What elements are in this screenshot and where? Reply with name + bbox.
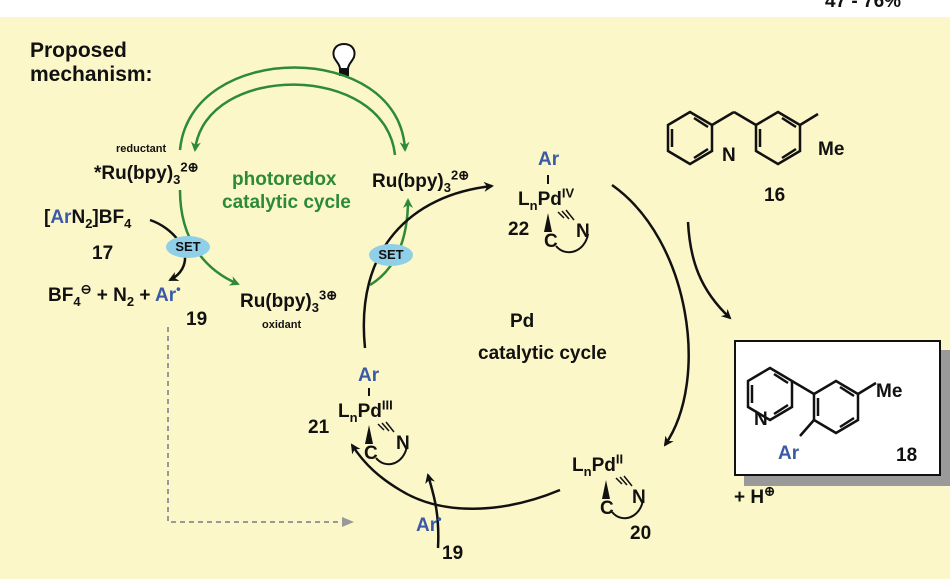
- light-bulb-icon: [332, 42, 356, 76]
- pd-cycle-label-2: catalytic cycle: [478, 343, 607, 364]
- complex-22-metal: LnPdIV: [518, 185, 575, 213]
- excitation-arc-outer: [178, 66, 410, 152]
- substrate-16-number: 16: [764, 185, 786, 206]
- diazonium-arrow: [149, 218, 179, 241]
- substrate-16-nitrogen: N: [722, 145, 736, 166]
- scheme-background: [0, 17, 950, 579]
- oxidant-label: oxidant: [262, 319, 302, 331]
- complex-20-bonds: [602, 475, 644, 520]
- radical-entry-arrow: [425, 473, 440, 549]
- product-18-nitrogen: N: [754, 409, 768, 430]
- ru-iii-complex: Ru(bpy)33⊕: [240, 287, 338, 315]
- diazonium-number: 17: [92, 243, 114, 264]
- complex-21-bonds: [365, 388, 408, 466]
- product-box: [734, 340, 941, 476]
- complex-22-number: 22: [508, 219, 530, 240]
- complex-21-number: 21: [308, 417, 330, 438]
- photoredox-cycle-label-1: photoredox: [232, 169, 337, 190]
- complex-22-bonds: [544, 175, 589, 254]
- product-18-number: 18: [896, 445, 918, 466]
- oxidant-to-ruII-arrow: [369, 198, 413, 287]
- radical-transfer-dashed-arrow: [167, 327, 354, 527]
- diazonium-salt: [ArN2]BF4: [44, 207, 132, 231]
- product-18-aryl: Ar: [778, 443, 800, 464]
- product-exit-arrow: [686, 221, 732, 320]
- pd-cycle-label-1: Pd: [510, 311, 535, 332]
- photoredox-cycle-label-2: catalytic cycle: [222, 192, 351, 213]
- complex-20-carbon: C: [600, 498, 614, 519]
- reductant-label: reductant: [116, 143, 167, 155]
- complex-20-nitrogen: N: [632, 487, 646, 508]
- complex-21-aryl: Ar: [358, 365, 380, 386]
- substrate-16-methyl: Me: [818, 139, 845, 160]
- complex-21-metal: LnPdIII: [338, 397, 393, 425]
- aryl-radical-bottom-number: 19: [442, 543, 464, 564]
- aryl-radical-number: 19: [186, 309, 208, 330]
- complex-21-carbon: C: [364, 443, 378, 464]
- ru-ii-complex: Ru(bpy)32⊕: [372, 167, 470, 195]
- excitation-arc-inner: [190, 83, 397, 156]
- complex-20-metal: LnPdII: [572, 451, 624, 479]
- byproducts: BF4⊖ + N2 + Ar•: [48, 281, 181, 309]
- complex-22-aryl: Ar: [538, 149, 560, 170]
- pd-cycle-arc-20-to-21: [350, 443, 561, 510]
- product-18-structure: [746, 366, 877, 437]
- title-line-1: Proposed: [30, 39, 127, 62]
- pd-cycle-arc-21-to-22: [362, 181, 494, 349]
- ru-excited-state: *Ru(bpy)32⊕: [94, 159, 199, 187]
- complex-22-nitrogen: N: [576, 221, 590, 242]
- complex-22-carbon: C: [544, 231, 558, 252]
- complex-21-nitrogen: N: [396, 433, 410, 454]
- yield-range-cropped: 47 - 76%: [825, 0, 902, 12]
- substrate-16-structure: [666, 110, 819, 166]
- pd-cycle-arc-22-to-20: [611, 183, 690, 447]
- product-18-methyl: Me: [876, 381, 903, 402]
- aryl-radical-bottom: Ar•: [416, 511, 442, 536]
- title-line-2: mechanism:: [30, 63, 153, 86]
- set-ellipse-left: SET: [166, 236, 210, 258]
- proton-byproduct: + H⊕: [734, 483, 776, 508]
- set-ellipse-right: SET: [369, 244, 413, 266]
- complex-20-number: 20: [630, 523, 652, 544]
